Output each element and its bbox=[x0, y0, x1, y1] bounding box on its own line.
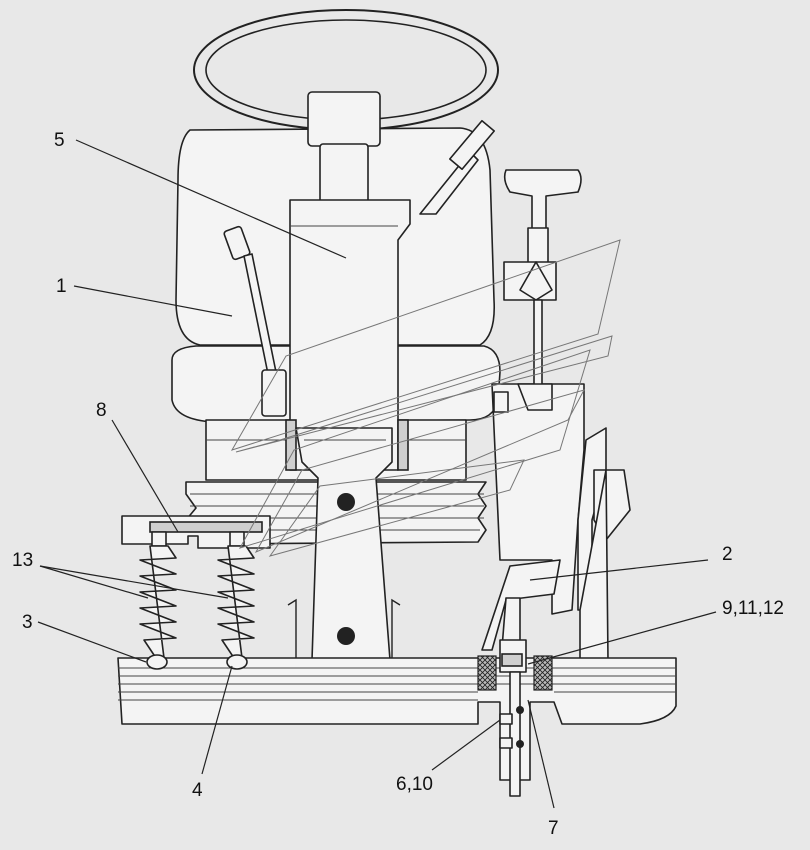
callout-labels: 5 1 8 13 3 4 2 9,11,12 6,10 7 bbox=[12, 130, 784, 839]
callout-4: 4 bbox=[192, 780, 203, 801]
leader-lines bbox=[37, 139, 717, 809]
right-console bbox=[491, 383, 631, 661]
callout-9-11-12: 9,11,12 bbox=[722, 598, 784, 619]
seat-phantom-outline bbox=[230, 239, 621, 557]
backrest-adjust-lever bbox=[419, 119, 495, 215]
callout-13: 13 bbox=[12, 550, 33, 571]
rubber-bellows-right bbox=[217, 531, 255, 670]
callout-2: 2 bbox=[722, 544, 733, 565]
callout-3: 3 bbox=[22, 612, 33, 633]
brake-pedal bbox=[481, 559, 561, 797]
seat-adjust-lever bbox=[223, 225, 287, 417]
mounting-bracket bbox=[121, 515, 271, 549]
cab-floor bbox=[117, 657, 677, 781]
callout-1: 1 bbox=[56, 276, 67, 297]
callout-6-10: 6,10 bbox=[396, 774, 433, 795]
rubber-bellows-left bbox=[139, 531, 177, 670]
callout-7: 7 bbox=[548, 818, 559, 839]
gear-shift-lever bbox=[503, 169, 582, 411]
callout-8: 8 bbox=[96, 400, 107, 421]
callout-5: 5 bbox=[54, 130, 65, 151]
floor-seal bbox=[477, 655, 553, 691]
steering-column bbox=[285, 91, 411, 471]
